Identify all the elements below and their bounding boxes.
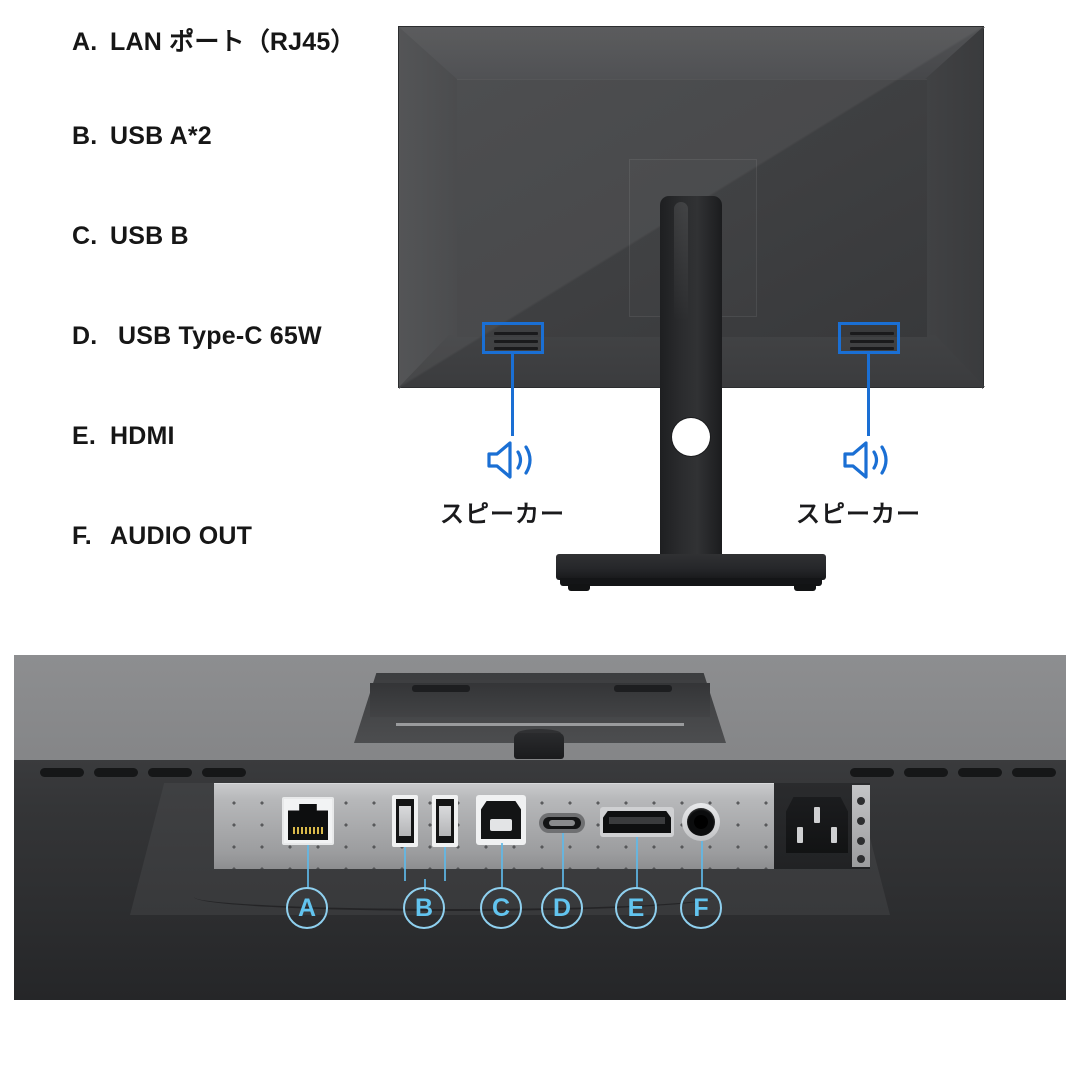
legend-label-b: USB A*2 <box>110 122 212 150</box>
stand-foot-left <box>568 584 590 591</box>
speaker-icon-left <box>486 438 540 482</box>
callout-line-b1 <box>404 847 406 881</box>
hdmi-port <box>600 807 674 837</box>
vent-slot <box>148 768 192 777</box>
callout-letter-b: B <box>414 893 434 922</box>
vent-slot <box>958 768 1002 777</box>
ac-pin-neutral <box>831 827 837 843</box>
ac-pin-ground <box>814 807 820 823</box>
legend-item-d: D. USB Type-C 65W <box>72 322 382 422</box>
monitor-bevel-top <box>399 27 985 79</box>
legend-item-b: B. USB A*2 <box>72 122 382 222</box>
speaker-icon-right <box>842 438 896 482</box>
legend-letter-d: D. <box>72 322 98 350</box>
stand-mount-seam <box>396 723 684 726</box>
callout-letter-f: F <box>693 893 709 922</box>
callout-badge-c: C <box>480 887 522 929</box>
rj45-port <box>282 797 334 845</box>
usb-a-port-2 <box>432 795 458 847</box>
cable-management-hole <box>672 418 710 456</box>
vent-slot <box>904 768 948 777</box>
callout-letter-c: C <box>491 893 511 922</box>
legend-letter-e: E. <box>72 422 97 450</box>
usb-a-port-1 <box>392 795 418 847</box>
legend-label-c: USB B <box>110 222 189 250</box>
callout-badge-f: F <box>680 887 722 929</box>
monitor-rear-illustration: スピーカー スピーカー <box>398 26 985 591</box>
callout-line-c <box>501 843 503 889</box>
legend-item-f: F. AUDIO OUT <box>72 522 382 622</box>
vent-slot <box>40 768 84 777</box>
legend-item-a: A. LAN ポート（RJ45） <box>72 22 382 122</box>
usb-a-tongue <box>399 806 411 836</box>
callout-badge-a: A <box>286 887 328 929</box>
vent-slot <box>1012 768 1056 777</box>
callout-letter-e: E <box>627 893 645 922</box>
monitor-stand-base <box>556 554 826 580</box>
callout-line-d <box>562 833 564 889</box>
callout-line-e <box>636 837 638 889</box>
usb-b-slot <box>490 819 512 831</box>
callout-letter-a: A <box>297 893 317 922</box>
speaker-leader-line-left <box>511 354 514 436</box>
audio-jack-hole <box>694 815 708 829</box>
cavity-shelf-line <box>194 897 714 911</box>
stand-foot-right <box>794 584 816 591</box>
monitor-bevel-right <box>925 27 983 389</box>
legend-letter-c: C. <box>72 222 98 250</box>
port-panel-photo: A B C D E F <box>14 655 1066 1000</box>
rj45-gold-pins <box>293 827 323 834</box>
legend-label-f: AUDIO OUT <box>110 522 253 550</box>
callout-badge-d: D <box>541 887 583 929</box>
screw-icon <box>857 797 865 805</box>
screw-icon <box>857 837 865 845</box>
callout-line-f <box>701 841 703 889</box>
callout-line-b2 <box>444 847 446 881</box>
stand-arm-highlight <box>674 202 688 322</box>
legend-label-a: LAN ポート（RJ45） <box>110 28 356 56</box>
legend-item-c: C. USB B <box>72 222 382 322</box>
speaker-leader-line-right <box>867 354 870 436</box>
speaker-highlight-box-right <box>838 322 900 354</box>
ac-power-inlet <box>786 797 848 853</box>
usb-c-tab <box>549 820 575 826</box>
speaker-grille-left <box>494 332 538 350</box>
stand-mount-slot-left <box>412 685 470 692</box>
legend-item-e: E. HDMI <box>72 422 382 522</box>
speaker-label-right: スピーカー <box>796 501 921 528</box>
vent-slot <box>202 768 246 777</box>
speaker-highlight-box-left <box>482 322 544 354</box>
stand-base-front-edge <box>560 578 822 586</box>
audio-out-port <box>682 803 720 841</box>
port-legend-list: A. LAN ポート（RJ45） B. USB A*2 C. USB B D. … <box>72 22 382 622</box>
vent-slot <box>94 768 138 777</box>
callout-letter-d: D <box>552 893 572 922</box>
vent-slot <box>850 768 894 777</box>
legend-label-d: USB Type-C 65W <box>118 322 322 350</box>
callout-badge-e: E <box>615 887 657 929</box>
legend-letter-a: A. <box>72 28 98 56</box>
callout-badge-b: B <box>403 887 445 929</box>
screw-icon <box>857 855 865 863</box>
callout-line-a <box>307 845 309 889</box>
ac-pin-live <box>797 827 803 843</box>
usb-a-tongue <box>439 806 451 836</box>
screw-icon <box>857 817 865 825</box>
legend-label-e: HDMI <box>110 422 175 450</box>
rj45-body <box>288 804 328 840</box>
usb-b-port <box>476 795 526 845</box>
speaker-label-left: スピーカー <box>440 501 565 528</box>
hdmi-tongue <box>609 817 665 824</box>
legend-letter-b: B. <box>72 122 98 150</box>
ac-plate-screw-column <box>852 785 870 867</box>
monitor-bevel-left <box>399 27 457 389</box>
stand-mount-slot-right <box>614 685 672 692</box>
top-illustration-panel: A. LAN ポート（RJ45） B. USB A*2 C. USB B D. … <box>72 22 985 622</box>
monitor-stand-arm <box>660 196 722 576</box>
speaker-grille-right <box>850 332 894 350</box>
stand-locking-boss <box>514 733 564 759</box>
legend-letter-f: F. <box>72 522 92 550</box>
callout-line-b-merge <box>424 879 426 891</box>
usb-c-port <box>539 813 585 833</box>
